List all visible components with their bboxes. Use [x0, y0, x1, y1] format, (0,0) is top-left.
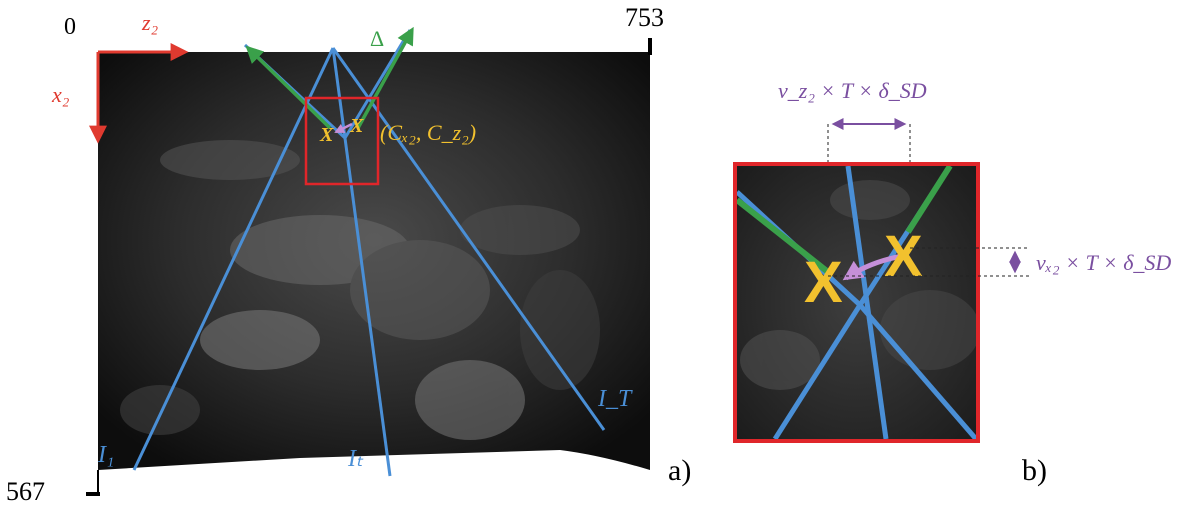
panel-b: v_z₂ × T × δ_SD X X: [733, 78, 1171, 487]
delta-arrow-right: [356, 26, 414, 129]
zoom-green-right: [905, 166, 953, 234]
axis-origin-label: 0: [64, 14, 76, 40]
tissue-texture: [120, 140, 600, 440]
last-line-label: I_T: [597, 386, 633, 412]
zoom-frame: [733, 162, 980, 443]
zoom-green-left: [737, 197, 830, 275]
panel-a: 0 753 567 z₂ x₂ Δ X X (Cₓ₂, C_z₂) I₁ Iₜ …: [6, 3, 691, 506]
panel-a-tag: a): [668, 454, 691, 487]
middle-line-label: Iₜ: [347, 446, 364, 472]
zoom-scan-lines: [737, 166, 976, 439]
delta-arrow-left: [245, 45, 332, 130]
scan-line-right-upper: [343, 29, 412, 139]
scan-line-first: [132, 47, 335, 471]
horizontal-formula: v_z₂ × T × δ_SD: [778, 78, 927, 103]
panel-b-tag: b): [1022, 454, 1047, 487]
center-label: (Cₓ₂, C_z₂): [380, 120, 476, 145]
delta-label: Δ: [370, 26, 384, 51]
scan-line-middle: [331, 47, 392, 477]
marker-right: X: [349, 115, 364, 137]
axis-y-max-label: 567: [6, 477, 45, 506]
zoom-region-box: [304, 96, 380, 186]
motion-arrow: [334, 122, 353, 134]
vertical-formula: vₓ₂ × T × δ_SD: [1036, 250, 1171, 275]
marker-left: X: [319, 124, 334, 146]
zoom-marker-left: X: [804, 250, 843, 315]
first-line-label: I₁: [97, 442, 114, 468]
zoom-motion-arrow: [842, 253, 903, 281]
axis-x-max-label: 753: [625, 3, 664, 32]
zoom-marker-right: X: [884, 224, 923, 289]
z-axis-label: z₂: [141, 10, 159, 35]
x-axis-label: x₂: [51, 82, 70, 107]
